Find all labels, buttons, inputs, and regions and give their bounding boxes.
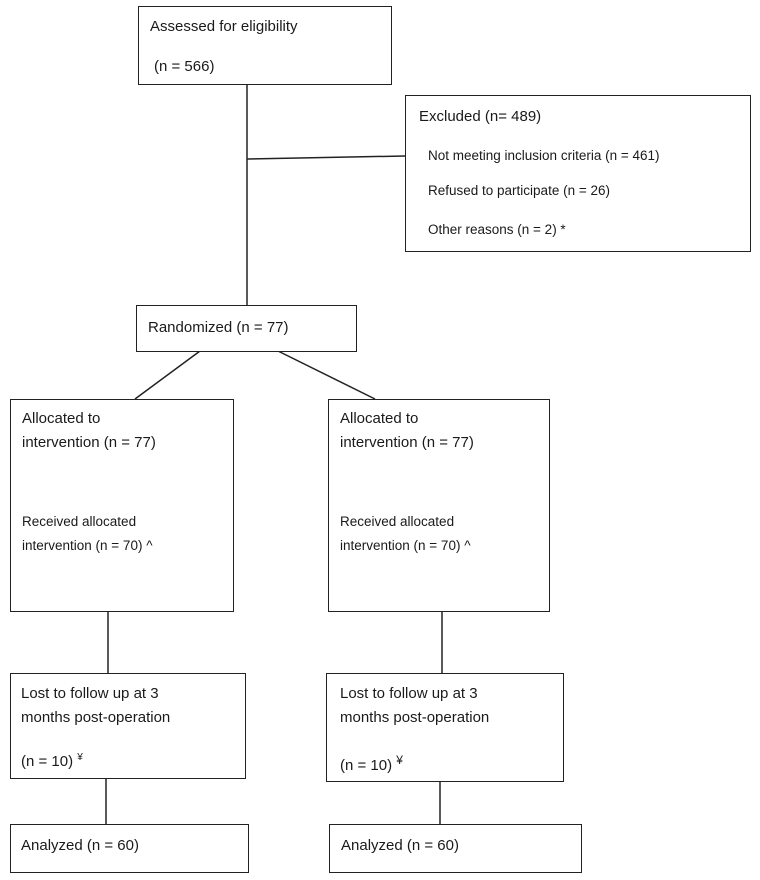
analyzed-box-right: Analyzed (n = 60): [329, 824, 582, 873]
randomized-label: Randomized (n = 77): [148, 319, 289, 336]
assessed-label: Assessed for eligibility: [150, 18, 298, 35]
received-count: intervention (n = 70) ^: [340, 538, 471, 553]
allocated-label: Allocated to: [22, 410, 101, 427]
excluded-title: Excluded (n= 489): [419, 108, 542, 125]
lost-label: months post-operation: [21, 709, 171, 726]
lost-count: (n = 10) ¥: [340, 753, 403, 774]
assessed-box: Assessed for eligibility (n = 566): [138, 6, 392, 85]
allocated-box-right: Allocated to intervention (n = 77) Recei…: [328, 399, 550, 612]
allocated-label: Allocated to: [340, 410, 419, 427]
lost-footnote-mark: ¥: [396, 753, 403, 767]
excluded-box: Excluded (n= 489) Not meeting inclusion …: [405, 95, 751, 252]
allocated-box-left: Allocated to intervention (n = 77) Recei…: [10, 399, 234, 612]
lost-label: Lost to follow up at 3: [21, 685, 159, 702]
excluded-reason: Other reasons (n = 2) *: [428, 222, 566, 237]
lost-box-right: Lost to follow up at 3 months post-opera…: [326, 673, 564, 782]
excluded-reason: Refused to participate (n = 26): [428, 183, 610, 198]
assessed-count: (n = 566): [154, 58, 215, 75]
analyzed-box-left: Analyzed (n = 60): [10, 824, 249, 873]
lost-label: months post-operation: [340, 709, 490, 726]
excluded-reason: Not meeting inclusion criteria (n = 461): [428, 148, 660, 163]
allocated-count: intervention (n = 77): [22, 434, 156, 451]
connector-randomized-right: [277, 350, 376, 400]
randomized-box: Randomized (n = 77): [136, 305, 357, 352]
allocated-count: intervention (n = 77): [340, 434, 474, 451]
received-label: Received allocated: [340, 514, 455, 529]
connector-excluded-branch: [246, 155, 406, 160]
received-count: intervention (n = 70) ^: [22, 538, 153, 553]
lost-footnote-mark: ¥: [77, 752, 83, 763]
analyzed-label: Analyzed (n = 60): [341, 837, 459, 854]
lost-label: Lost to follow up at 3: [340, 685, 478, 702]
lost-count: (n = 10) ¥: [21, 752, 83, 770]
lost-box-left: Lost to follow up at 3 months post-opera…: [10, 673, 246, 779]
connector-randomized-left: [134, 350, 201, 400]
analyzed-label: Analyzed (n = 60): [21, 837, 139, 854]
received-label: Received allocated: [22, 514, 137, 529]
